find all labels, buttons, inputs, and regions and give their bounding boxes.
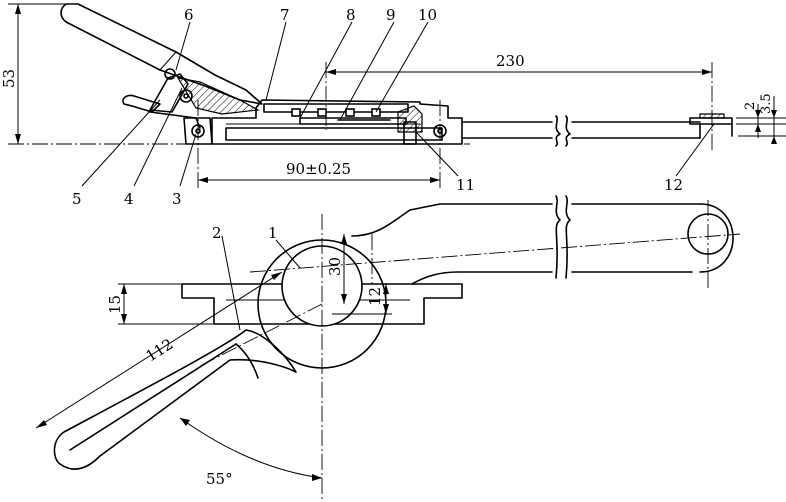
label-10: 10 — [418, 6, 437, 24]
dim-offset-2: 2 — [743, 102, 758, 110]
plan-view-labels: 1 2 30 12 15 112 55° — [106, 224, 384, 488]
dim-angle: 55° — [206, 470, 233, 488]
label-1: 1 — [268, 224, 278, 242]
dim-handle-112: 112 — [143, 335, 177, 365]
dim-radius-30: 30 — [326, 257, 344, 276]
side-handle — [60, 3, 263, 105]
dim-length-pivot: 90±0.25 — [286, 160, 351, 178]
label-4: 4 — [124, 190, 134, 208]
plan-view — [35, 195, 741, 502]
side-view — [8, 3, 733, 188]
dim-plate-12: 12 — [366, 287, 384, 306]
dim-plate-15: 15 — [106, 295, 124, 314]
label-7: 7 — [280, 6, 290, 24]
label-5: 5 — [72, 190, 82, 208]
end-foot — [689, 117, 733, 125]
label-12: 12 — [664, 176, 683, 194]
dim-offset-3-5: 3.5 — [759, 93, 774, 114]
link-pin-upper — [179, 89, 193, 103]
label-3: 3 — [172, 190, 182, 208]
label-11: 11 — [456, 176, 475, 194]
dim-length-bar: 230 — [496, 52, 525, 70]
label-8: 8 — [346, 6, 356, 24]
side-view-labels: 6 7 8 9 10 5 4 3 11 12 — [72, 6, 715, 208]
link-pin-small — [164, 68, 176, 80]
label-2: 2 — [212, 224, 222, 242]
plan-arm — [351, 203, 553, 285]
base-plate — [181, 283, 463, 325]
long-bar — [461, 121, 701, 139]
plan-handle — [53, 329, 297, 470]
dim-height-overall: 53 — [0, 69, 18, 88]
label-9: 9 — [386, 6, 396, 24]
cam-block-hatched — [176, 77, 260, 115]
small-lever — [122, 94, 161, 113]
end-block-hatched — [397, 105, 423, 133]
side-view-dimensions: 53 230 90±0.25 2 3.5 — [0, 3, 786, 183]
label-6: 6 — [184, 6, 194, 24]
